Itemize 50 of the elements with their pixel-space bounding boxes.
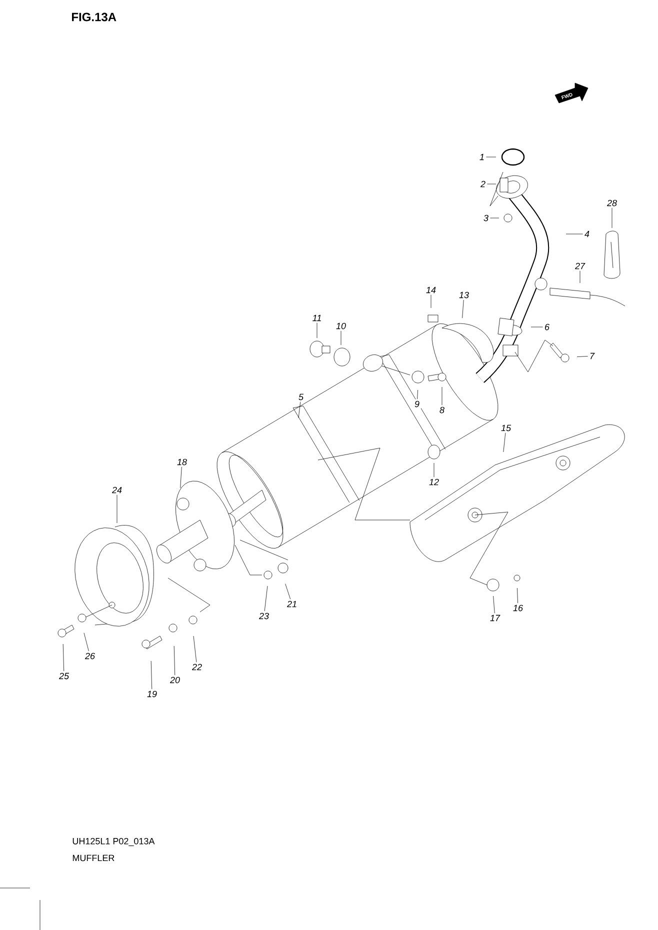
callout-number: 28 xyxy=(606,198,618,208)
leader-line xyxy=(576,356,588,357)
callout-number: 17 xyxy=(488,613,502,623)
leader-line xyxy=(517,588,518,604)
leader-line xyxy=(486,156,496,158)
callout-number: 18 xyxy=(176,457,188,467)
callout-number: 3 xyxy=(482,213,490,223)
callout-number: 20 xyxy=(168,675,182,685)
callout-number: 19 xyxy=(146,689,158,699)
leader-line xyxy=(298,402,301,418)
callout-number: 21 xyxy=(286,599,298,609)
leader-line xyxy=(180,466,182,488)
callout-number: 27 xyxy=(574,261,586,271)
callout-number: 25 xyxy=(58,671,70,681)
callout-number: 2 xyxy=(479,179,487,189)
callout-number: 12 xyxy=(428,477,440,487)
callout-number: 5 xyxy=(297,392,305,402)
callout-number: 26 xyxy=(84,651,96,661)
callout-number: 6 xyxy=(543,322,551,332)
callout-number: 22 xyxy=(190,662,204,672)
callout-number: 14 xyxy=(424,285,438,295)
leader-line xyxy=(285,584,291,600)
leader-line xyxy=(417,390,418,400)
callout-number: 1 xyxy=(478,152,486,162)
callout-number: 4 xyxy=(583,229,591,239)
leader-line xyxy=(84,632,89,652)
callout-number: 24 xyxy=(110,485,124,495)
leader-line xyxy=(530,326,543,328)
leader-line xyxy=(503,432,506,452)
callout-number: 23 xyxy=(258,611,270,621)
callout-number: 16 xyxy=(512,603,524,613)
leader-line xyxy=(340,330,342,346)
figure-name: MUFFLER xyxy=(72,854,114,862)
callout-number: 13 xyxy=(458,290,470,300)
drawing-code: UH125L1 P02_013A xyxy=(72,838,155,846)
leader-line xyxy=(62,644,64,672)
figure-title: FIG.13A xyxy=(72,12,116,22)
leader-line xyxy=(493,596,495,614)
leader-line xyxy=(174,646,176,676)
leader-line xyxy=(430,294,432,308)
leader-line xyxy=(462,300,464,318)
leader-line xyxy=(116,494,118,524)
callout-number: 10 xyxy=(334,321,348,331)
callout-number: 11 xyxy=(310,313,324,323)
callout-number: 15 xyxy=(500,423,512,433)
leader-line xyxy=(316,322,318,338)
callout-number: 7 xyxy=(588,351,596,361)
leader-line xyxy=(264,586,268,612)
leader-line xyxy=(193,636,197,662)
leader-line xyxy=(150,660,152,690)
